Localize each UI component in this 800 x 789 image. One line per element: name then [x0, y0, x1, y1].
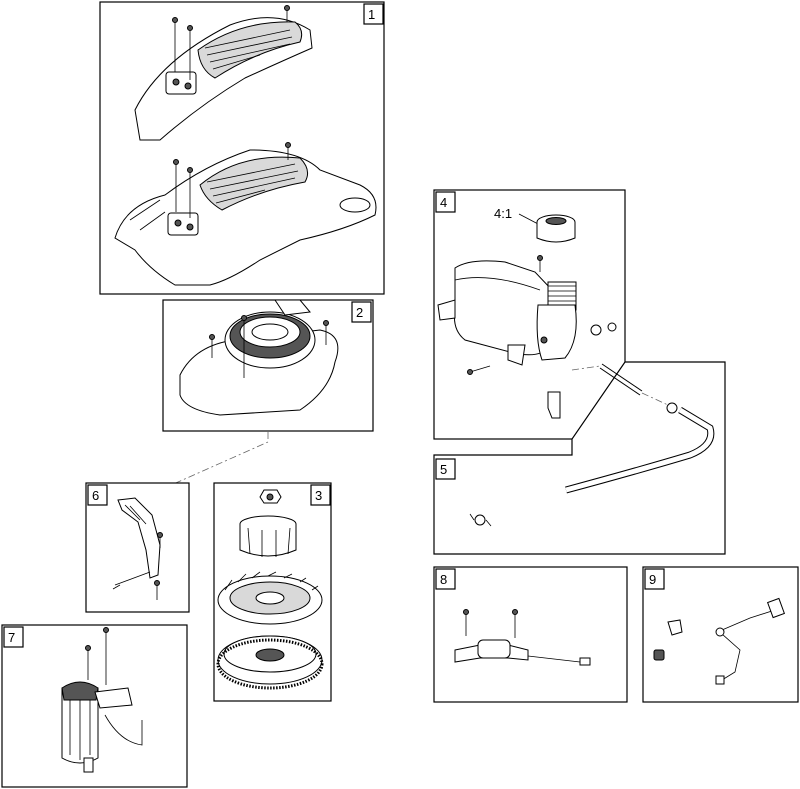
recoil-starter-housing	[179, 299, 339, 416]
blower-housing-cover-upper	[134, 17, 313, 141]
screw-icon	[172, 5, 290, 80]
screw-icon	[209, 315, 329, 378]
ignition-module	[454, 639, 591, 666]
blower-housing-cover-lower	[114, 149, 377, 286]
panel-3-number: 3	[315, 488, 322, 503]
flywheel-nut-icon	[259, 489, 282, 504]
throttle-bracket	[112, 497, 161, 590]
panel-7[interactable]: 7	[1, 624, 188, 788]
hose-clamp-icon	[469, 402, 678, 527]
panel-5[interactable]: 5	[433, 361, 726, 555]
grommet-icon	[653, 619, 683, 661]
panel-6[interactable]: 6	[85, 482, 190, 613]
panel-7-number: 7	[8, 630, 15, 645]
screw-icon	[463, 609, 518, 638]
panel-4-number: 4	[440, 195, 447, 210]
fuel-tank-bracket	[547, 391, 561, 419]
panel-6-number: 6	[92, 488, 99, 503]
panel-2-number: 2	[356, 305, 363, 320]
panel-9[interactable]: 9	[642, 566, 799, 703]
panel-1-number: 1	[368, 7, 375, 22]
starter-cup	[239, 515, 297, 557]
screw-icon	[467, 255, 617, 375]
panel-3[interactable]: 3	[213, 482, 332, 702]
panel-8[interactable]: 8	[433, 566, 628, 703]
leader-line	[159, 432, 269, 491]
panel-4[interactable]: 4 4:1	[433, 189, 626, 440]
panel-5-number: 5	[440, 462, 447, 477]
fuel-line-hose	[565, 406, 715, 494]
flywheel-fan	[217, 571, 323, 625]
screw-icon	[173, 142, 291, 218]
wiring-harness	[715, 597, 786, 685]
screw-icon	[85, 627, 109, 685]
fuel-cap	[536, 214, 576, 243]
ratio-label: 4:1	[494, 206, 512, 221]
fuel-line-tube	[571, 363, 669, 406]
screw-icon	[154, 532, 163, 600]
panel-9-number: 9	[649, 572, 656, 587]
panel-8-number: 8	[440, 572, 447, 587]
starter-motor	[61, 681, 143, 773]
panel-1[interactable]: 1	[99, 1, 385, 295]
flywheel-ring-gear	[216, 635, 324, 690]
fuel-tank	[437, 260, 577, 366]
panel-2[interactable]: 2	[162, 299, 374, 432]
